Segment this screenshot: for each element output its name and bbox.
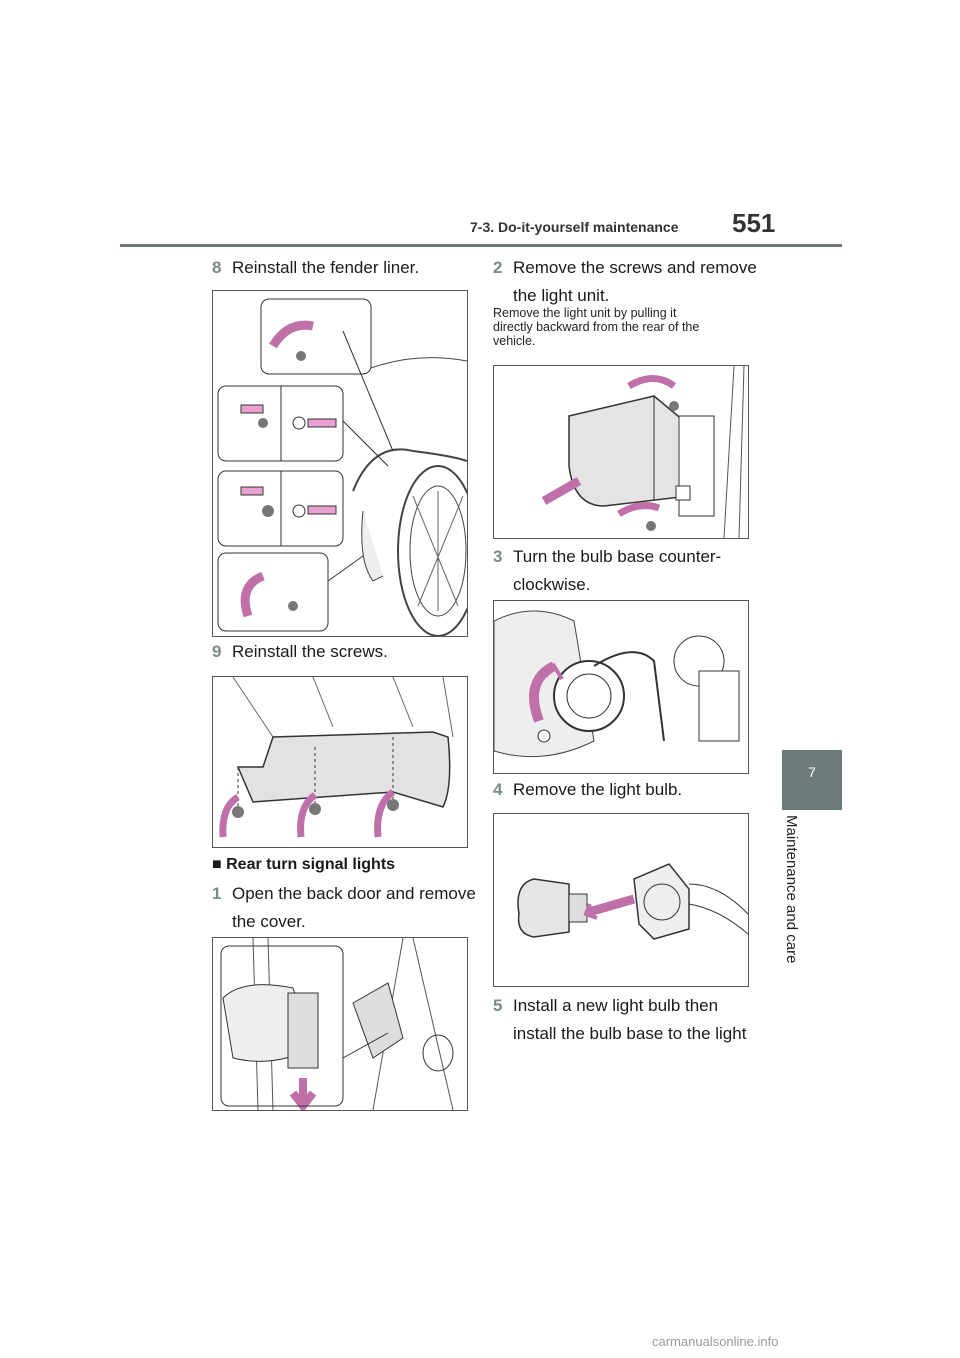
section-title: 7-3. Do-it-yourself maintenance <box>470 219 679 235</box>
step-4: 4 Remove the light bulb. <box>493 776 682 804</box>
subheading-text: Rear turn signal lights <box>226 856 396 873</box>
chapter-label: Maintenance and care <box>783 815 800 964</box>
page-number: 551 <box>732 208 776 238</box>
step-9: 9 Reinstall the screws. <box>212 638 388 666</box>
header-rule <box>120 244 842 247</box>
step-number: 2 <box>493 258 503 277</box>
note-line-3: vehicle. <box>493 334 536 348</box>
figure-bulb-base <box>493 600 749 774</box>
figure-back-door-cover <box>212 937 468 1111</box>
step-text-line-2: the cover. <box>232 912 306 931</box>
light-bulb-illustration <box>517 863 748 940</box>
figure-screws <box>212 676 468 848</box>
subheading-bullet: ■ <box>212 856 222 873</box>
figure-light-bulb <box>493 813 749 987</box>
chapter-number: 7 <box>808 764 816 780</box>
subheading-rear-turn-signal: ■ Rear turn signal lights <box>212 856 395 874</box>
step-number: 3 <box>493 547 503 566</box>
screws-illustration <box>219 677 454 838</box>
step-text: Reinstall the fender liner. <box>232 258 420 277</box>
step-text-line-1: Turn the bulb base counter- <box>513 547 722 566</box>
figure-fender-liner <box>212 290 468 637</box>
step-3: 3 Turn the bulb base counter-clockwise. <box>493 543 721 599</box>
step-text-line-1: Install a new light bulb then <box>513 996 719 1015</box>
step-text-line-2: install the bulb base to the light <box>513 1024 747 1043</box>
step-5: 5 Install a new light bulb then install th… <box>493 992 746 1048</box>
step-number: 9 <box>212 642 222 661</box>
step-2: 2 Remove the screws and remove the light u… <box>493 254 757 310</box>
step-text: Reinstall the screws. <box>232 642 388 661</box>
step-number: 8 <box>212 258 222 277</box>
light-unit-illustration <box>541 366 745 538</box>
note-line-2: directly backward from the rear of the <box>493 320 700 334</box>
step-text: Remove the light bulb. <box>513 780 683 799</box>
chapter-tab: 7 <box>782 750 842 810</box>
watermark: carmanualsonline.info <box>652 1334 779 1349</box>
step-text-line-1: Remove the screws and remove <box>513 258 757 277</box>
figure-remove-light-unit <box>493 365 749 539</box>
note-line-1: Remove the light unit by pulling it <box>493 306 677 320</box>
step-number: 1 <box>212 884 222 903</box>
step-text-line-2: the light unit. <box>513 286 610 305</box>
step-text-line-1: Open the back door and remove <box>232 884 476 903</box>
step-text-line-2: clockwise. <box>513 575 591 594</box>
step-number: 5 <box>493 996 503 1015</box>
step-1: 1 Open the back door and remove the cover. <box>212 880 476 936</box>
note-remove-light-unit: Remove the light unit by pulling it dire… <box>493 306 699 348</box>
fender-liner-illustration <box>217 298 467 636</box>
step-number: 4 <box>493 780 503 799</box>
back-door-cover-illustration <box>220 938 454 1110</box>
bulb-base-illustration <box>494 610 740 758</box>
step-8: 8 Reinstall the fender liner. <box>212 254 419 282</box>
